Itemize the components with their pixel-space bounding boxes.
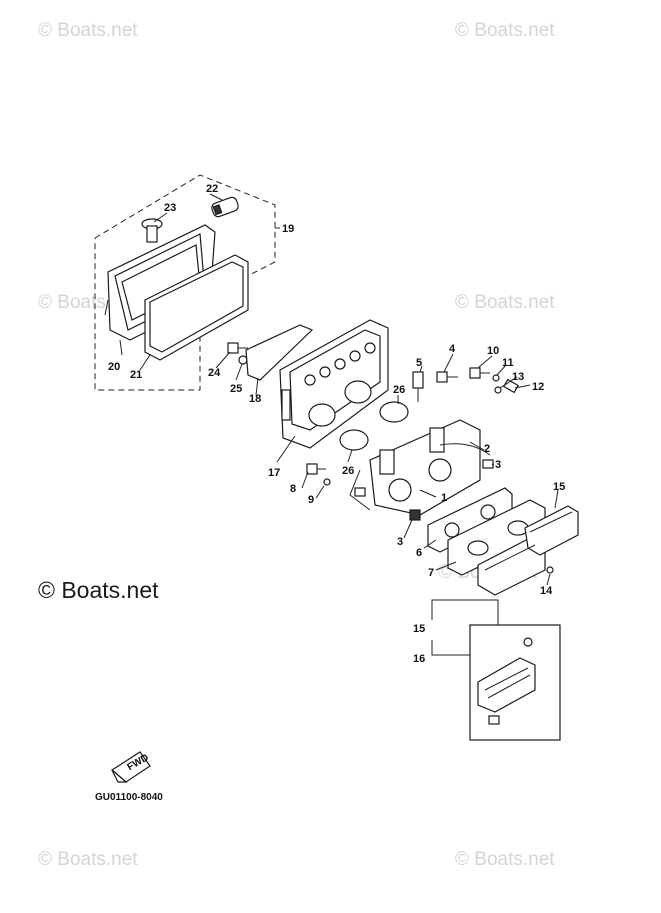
callout-5: 5 bbox=[416, 357, 422, 369]
o-ring-26a bbox=[379, 401, 409, 423]
nut-3b bbox=[409, 509, 421, 521]
callout-23: 23 bbox=[164, 202, 176, 214]
callouts: 1233456789101112131415151617181920212223… bbox=[108, 183, 565, 665]
washer-11 bbox=[492, 374, 500, 382]
leader-14 bbox=[546, 573, 551, 586]
leader-11 bbox=[496, 364, 507, 376]
callout-6: 6 bbox=[416, 547, 422, 559]
callout-3: 3 bbox=[397, 536, 403, 548]
callout-7: 7 bbox=[428, 567, 434, 579]
leader-26b bbox=[347, 449, 353, 463]
callout-8: 8 bbox=[290, 483, 296, 495]
leader-6 bbox=[423, 539, 437, 549]
leader-4 bbox=[443, 353, 454, 373]
watermark-bottom-right: © Boats.net bbox=[455, 849, 555, 870]
leader-13 bbox=[499, 376, 518, 389]
callout-26: 26 bbox=[393, 384, 405, 396]
leader-3b bbox=[403, 519, 413, 539]
screw-14 bbox=[546, 566, 554, 574]
watermark-mid-right: © Boats.net bbox=[455, 292, 555, 313]
reed-valve-15 bbox=[477, 505, 579, 596]
leader-5 bbox=[419, 365, 423, 373]
airbox-gasket-inner bbox=[149, 261, 244, 353]
callout-21: 21 bbox=[130, 369, 142, 381]
callout-12: 12 bbox=[532, 381, 544, 393]
watermark-top-left: © Boats.net bbox=[38, 20, 138, 41]
callout-17: 17 bbox=[268, 467, 280, 479]
watermark-top-right: © Boats.net bbox=[455, 20, 555, 41]
bolt-8 bbox=[306, 463, 326, 475]
fwd-arrow: FWD bbox=[110, 751, 151, 783]
callout-15: 15 bbox=[553, 481, 565, 493]
leader-25 bbox=[235, 363, 243, 381]
leader-1 bbox=[419, 489, 437, 498]
leader-3a bbox=[491, 463, 495, 466]
callout-1: 1 bbox=[441, 492, 447, 504]
drain-fitting bbox=[141, 218, 163, 243]
callout-13: 13 bbox=[512, 371, 524, 383]
leader-7 bbox=[435, 561, 457, 571]
intake-silencer bbox=[279, 319, 389, 449]
plate-18 bbox=[245, 324, 314, 381]
callout-10: 10 bbox=[487, 345, 499, 357]
leader-23 bbox=[139, 354, 151, 371]
leader-24 bbox=[215, 351, 231, 369]
leader-20 bbox=[119, 339, 123, 356]
callout-4: 4 bbox=[449, 343, 456, 355]
leader-15a bbox=[554, 489, 559, 509]
bolt-24 bbox=[227, 342, 248, 354]
callout-15: 15 bbox=[413, 623, 425, 635]
nut-3a bbox=[482, 459, 494, 469]
washer-9 bbox=[323, 478, 331, 486]
carburetor-assembly bbox=[349, 419, 491, 516]
washer-25 bbox=[238, 355, 248, 365]
leader-17 bbox=[276, 435, 296, 463]
bolt-5 bbox=[412, 371, 424, 402]
callout-14: 14 bbox=[540, 585, 553, 597]
watermark-bottom-left: © Boats.net bbox=[38, 849, 138, 870]
leader-10 bbox=[477, 355, 493, 369]
callout-26: 26 bbox=[342, 465, 354, 477]
leader-18 bbox=[255, 377, 259, 396]
bolt-10 bbox=[469, 367, 490, 379]
callout-19: 19 bbox=[282, 223, 294, 235]
callout-20: 20 bbox=[108, 361, 120, 373]
callout-18: 18 bbox=[249, 393, 261, 405]
bolt-4 bbox=[436, 371, 458, 383]
intake-manifold-7 bbox=[447, 499, 546, 576]
leader-9 bbox=[315, 485, 325, 499]
callout-11: 11 bbox=[502, 357, 514, 369]
callout-2: 2 bbox=[484, 443, 490, 455]
diagram-code: GU01100-8040 bbox=[95, 792, 163, 803]
reed-valve-detail bbox=[477, 637, 536, 725]
callout-24: 24 bbox=[208, 367, 221, 379]
leader-8 bbox=[301, 471, 309, 489]
watermark-large: © Boats.net bbox=[38, 577, 159, 603]
o-ring-26b bbox=[339, 429, 369, 451]
leader-22 bbox=[209, 193, 223, 201]
hose-fitting bbox=[211, 196, 239, 218]
callout-9: 9 bbox=[308, 494, 314, 506]
leader-12 bbox=[514, 384, 531, 389]
gasket-6 bbox=[427, 487, 513, 553]
leader-2 bbox=[469, 441, 485, 451]
callout-16: 16 bbox=[413, 653, 425, 665]
callout-25: 25 bbox=[230, 383, 242, 395]
leader-21 bbox=[153, 212, 168, 223]
callout-22: 22 bbox=[206, 183, 218, 195]
airbox-cover bbox=[104, 224, 216, 341]
callout-3: 3 bbox=[495, 459, 501, 471]
